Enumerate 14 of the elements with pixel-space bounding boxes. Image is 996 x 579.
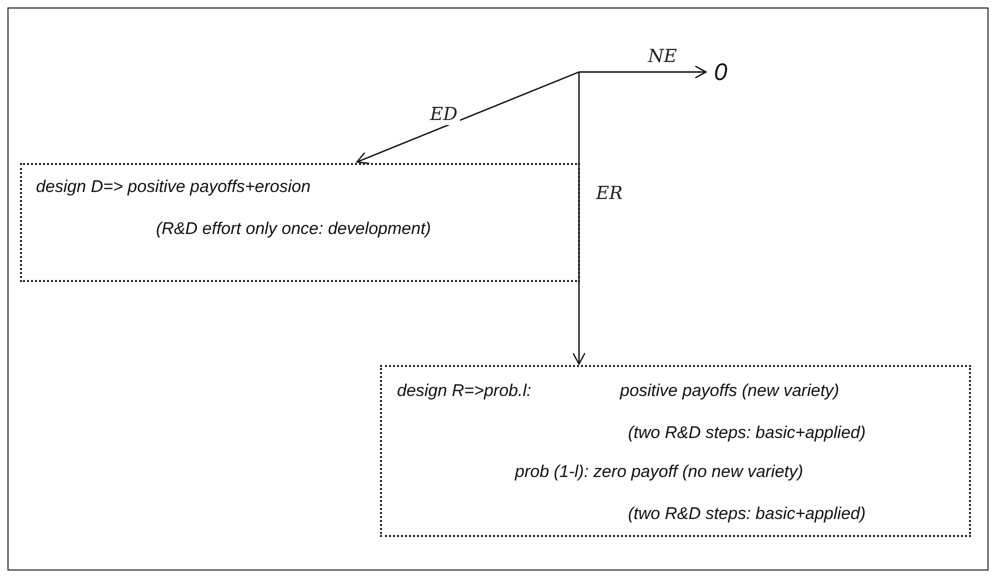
box-text: (two R&D steps: basic+applied) (628, 504, 866, 524)
box-text: design R=>prob.l: (397, 381, 532, 401)
box-text: positive payoffs (new variety) (620, 381, 840, 401)
edge-label: ED (428, 104, 460, 125)
arrow (356, 71, 580, 164)
dotted-box (380, 365, 971, 537)
box-text: (R&D effort only once: development) (156, 219, 431, 239)
box-text: design D=> positive payoffs+erosion (36, 177, 311, 197)
box-text: prob (1-l): zero payoff (no new variety) (515, 462, 804, 482)
dotted-box (20, 163, 580, 282)
arrow (572, 72, 586, 365)
arrow (579, 65, 707, 79)
box-text: (two R&D steps: basic+applied) (628, 423, 866, 443)
outcome-text: 0 (714, 59, 728, 87)
